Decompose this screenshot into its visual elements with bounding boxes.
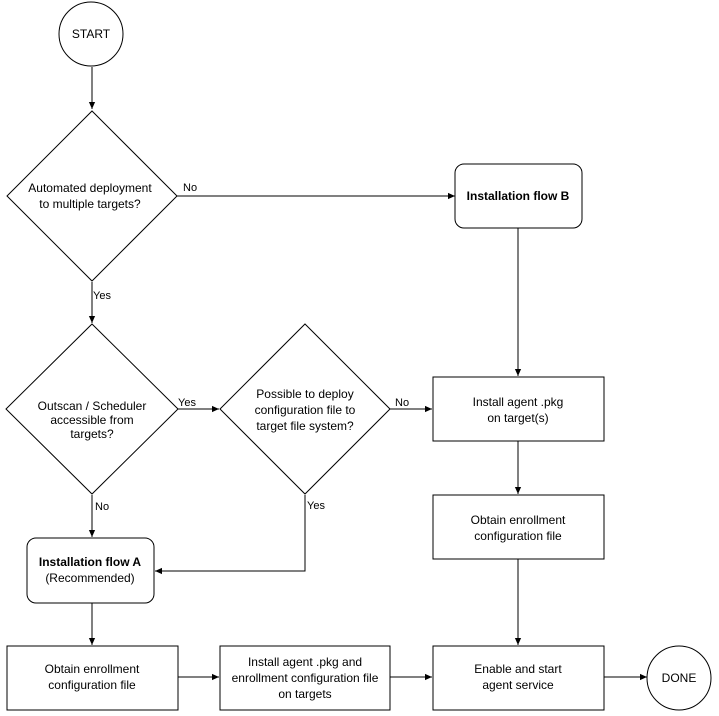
install-agent-pkg-node: Install agent .pkg on target(s) — [432, 376, 605, 442]
decision-outscan-accessible: Outscan / Scheduler accessible from targ… — [5, 323, 179, 495]
label-automated-yes: Yes — [93, 290, 111, 302]
obtain-right-line2: configuration file — [474, 529, 562, 543]
label-outscan-yes: Yes — [178, 397, 196, 409]
decision-outscan-line3: targets? — [70, 427, 114, 441]
decision-possible-to-deploy: Possible to deploy configuration file to… — [219, 323, 391, 495]
label-outscan-no: No — [95, 501, 109, 513]
installation-flow-a-node: Installation flow A (Recommended) — [26, 537, 155, 604]
obtain-right-line1: Obtain enrollment — [471, 513, 566, 527]
label-possible-yes: Yes — [307, 500, 325, 512]
decision-possible-line3: target file system? — [256, 419, 354, 433]
label-possible-no: No — [395, 397, 409, 409]
decision-outscan-line1: Outscan / Scheduler — [38, 399, 147, 413]
enable-start-line1: Enable and start — [474, 662, 562, 676]
decision-automated-line1: Automated deployment — [28, 181, 152, 195]
start-label: START — [72, 27, 111, 41]
edge-possible-yes-to-flow-a — [155, 495, 306, 575]
obtain-enrollment-left-node: Obtain enrollment configuration file — [6, 645, 179, 711]
connectors — [88, 67, 647, 681]
install-pkg-line1: Install agent .pkg — [473, 395, 564, 409]
obtain-left-line1: Obtain enrollment — [45, 662, 140, 676]
done-node: DONE — [646, 645, 712, 711]
decision-automated-deployment: Automated deployment to multiple targets… — [6, 110, 178, 282]
decision-outscan-line2: accessible from — [50, 413, 133, 427]
done-label: DONE — [662, 671, 697, 685]
flow-a-line1: Installation flow A — [39, 555, 142, 569]
enable-start-service-node: Enable and start agent service — [432, 645, 605, 711]
decision-possible-line1: Possible to deploy — [256, 387, 353, 401]
flow-b-label: Installation flow B — [467, 189, 570, 203]
install-cfg-line2: enrollment configuration file — [232, 671, 379, 685]
obtain-enrollment-right-node: Obtain enrollment configuration file — [432, 494, 605, 560]
decision-automated-line2: to multiple targets? — [39, 197, 141, 211]
install-cfg-line1: Install agent .pkg and — [248, 655, 362, 669]
install-cfg-line3: on targets — [278, 687, 331, 701]
label-automated-no: No — [183, 182, 197, 194]
decision-possible-line2: configuration file to — [255, 403, 356, 417]
install-pkg-and-config-node: Install agent .pkg and enrollment config… — [219, 645, 391, 711]
installation-flow-b-node: Installation flow B — [454, 163, 583, 229]
enable-start-line2: agent service — [482, 678, 554, 692]
obtain-left-line2: configuration file — [48, 678, 136, 692]
flow-a-line2: (Recommended) — [45, 571, 134, 585]
edge-labels: No Yes Yes No No Yes — [93, 182, 409, 513]
start-node: START — [58, 1, 124, 67]
install-pkg-line2: on target(s) — [487, 411, 548, 425]
